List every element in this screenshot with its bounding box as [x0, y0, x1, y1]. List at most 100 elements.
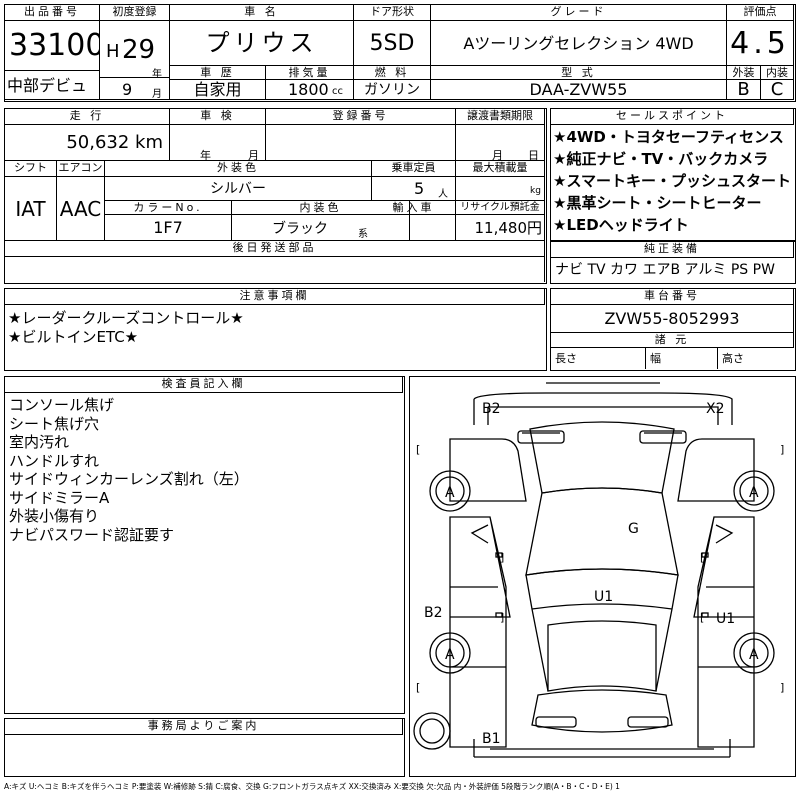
note-line: ★ビルトインETC★: [8, 328, 139, 346]
wheel-fr: [733, 470, 775, 512]
inspector-line: 室内汚れ: [9, 433, 70, 451]
sales-point-item: ★黒革シート・シートヒーター: [553, 194, 762, 212]
shift-label: シフト: [5, 161, 57, 177]
score-label: 評価点: [727, 5, 794, 21]
chassis-number: ZVW55-8052993: [551, 305, 794, 333]
front-fender-outline: [449, 438, 755, 502]
bracket-close-1: ]: [780, 443, 784, 456]
shaken-year: 年: [200, 149, 211, 161]
sales-points-section: セールスポイント ★4WD・トヨタセーフティセンス★純正ナビ・TV・バックカメラ…: [550, 108, 796, 241]
int-grade: C: [761, 80, 794, 100]
mark-b2-left: B2: [424, 605, 443, 621]
car-name: プリウス: [170, 21, 354, 66]
ext-label: 外装: [727, 66, 761, 80]
import-value: [410, 215, 456, 241]
width-label: 幅: [646, 348, 718, 369]
equipment-section: 純正装備 ナビ TV カワ エアB アルミ PS PW: [550, 241, 796, 284]
reg-month: 9: [122, 80, 133, 99]
inspector-line: 外装小傷有り: [9, 507, 100, 525]
bracket-open-3: [: [700, 611, 704, 624]
disp-label: 排気量: [266, 66, 354, 80]
venue: 中部デビュ: [5, 71, 100, 100]
model-label: 型 式: [431, 66, 727, 80]
model-code: DAA-ZVW55: [431, 80, 727, 100]
taillamp-left: [535, 716, 577, 728]
header-section: 出品番号 33100 中部デビュ 初度登録 H 29 年 9 月 車 名 プリウ…: [4, 4, 796, 102]
trunk-outline: [531, 689, 673, 733]
recycle-label: リサイクル預託金: [456, 201, 545, 215]
bracket-open-4: [: [416, 681, 420, 694]
recycle: 11,480円: [456, 215, 545, 241]
door-label: ドア形状: [354, 5, 431, 21]
fuel: ガソリン: [354, 80, 431, 100]
score: 4.5: [727, 21, 794, 66]
mark-b2-top: B2: [482, 401, 501, 417]
grade: Aツーリングセレクション 4WD: [431, 21, 727, 66]
mark-g: G: [628, 521, 639, 537]
color: シルバー: [105, 177, 372, 201]
equipment-value: ナビ TV カワ エアB アルミ PS PW: [555, 262, 775, 278]
inspector-label: 検査員記入欄: [5, 377, 403, 393]
displacement: 1800: [288, 80, 329, 99]
inspector-line: ハンドルすれ: [9, 451, 100, 470]
sales-points-label: セールスポイント: [551, 109, 794, 125]
load-unit: kg: [530, 186, 541, 196]
interior-suffix: 系: [358, 229, 368, 240]
grade-label: グレード: [431, 5, 727, 21]
ac-label: エアコン: [57, 161, 105, 177]
inspector-line: シート焦げ穴: [9, 414, 100, 433]
transfer-label: 譲渡書類期限: [456, 109, 545, 125]
mark-a-rr: A: [749, 647, 759, 663]
later-label: 後日発送部品: [5, 241, 545, 257]
inspector-line: サイドウィンカーレンズ割れ（左）: [9, 470, 249, 488]
import-label: 輸入車: [372, 201, 456, 215]
mark-a-fl: A: [445, 485, 455, 501]
mark-b1: B1: [482, 731, 501, 747]
transfer-month: 月: [492, 149, 503, 161]
ext-grade: B: [727, 80, 761, 100]
mark-a-fr: A: [749, 485, 759, 501]
bracket-open-2: [: [700, 551, 704, 564]
interior-box: ブラック 系: [232, 215, 410, 241]
chassis-section: 車台番号 ZVW55-8052993 諸 元 長さ 幅 高さ: [550, 288, 796, 371]
ac: AAC: [57, 177, 105, 241]
roof-outline: [525, 568, 679, 692]
sales-points-list: ★4WD・トヨタセーフティセンス★純正ナビ・TV・バックカメラ★スマートキー・プ…: [551, 126, 794, 236]
interior: ブラック: [272, 221, 328, 237]
capacity-unit: 人: [438, 189, 448, 200]
capacity-box: 5 人: [372, 177, 456, 201]
office-label: 事務局よりご案内: [5, 719, 403, 735]
sales-point-item: ★スマートキー・プッシュスタート: [553, 172, 791, 190]
reg-year-box: H 29 年: [100, 21, 170, 78]
mark-a-rl: A: [445, 647, 455, 663]
shaken-label: 車 検: [170, 109, 266, 125]
inspector-section: 検査員記入欄 コンソール焦げシート焦げ穴室内汚れハンドルすれサイドウィンカーレン…: [4, 376, 405, 714]
interior-label: 内装色: [232, 201, 410, 215]
spare-wheel: [413, 712, 451, 750]
color-label: 外装色: [105, 161, 372, 177]
reg-label: 初度登録: [100, 5, 170, 21]
regno-label: 登録番号: [266, 109, 456, 125]
notes-list: ★レーダークルーズコントロール★★ビルトインETC★: [5, 309, 244, 347]
front-bumper-outline: [473, 382, 733, 425]
inspector-line: コンソール焦げ: [9, 396, 115, 414]
month-unit: 月: [152, 89, 162, 100]
notes-label: 注意事項欄: [5, 289, 545, 305]
office-section: 事務局よりご案内: [4, 718, 405, 777]
reg-month-box: 9 月: [100, 78, 170, 100]
windshield-outline: [525, 487, 679, 576]
era: H: [106, 41, 120, 62]
fuel-label: 燃 料: [354, 66, 431, 80]
sales-point-item: ★純正ナビ・TV・バックカメラ: [553, 150, 769, 168]
chassis-label: 車台番号: [551, 289, 794, 305]
car-diagram: B2 X2 A A G U1 B2 U1 A A B1 [ ] ] [ ] [ …: [413, 382, 784, 758]
mileage: 50,632 km: [5, 125, 170, 161]
notes-section: 注意事項欄 ★レーダークルーズコントロール★★ビルトインETC★: [4, 288, 547, 371]
cc-unit: cc: [332, 86, 343, 97]
load-box: kg: [456, 177, 545, 201]
wheel-rl: [429, 632, 471, 674]
inspector-line: ナビパスワード認証要す: [9, 525, 175, 544]
damage-diagram: B2 X2 A A G U1 B2 U1 A A B1 [ ] ] [ ] [ …: [409, 376, 796, 777]
sales-point-item: ★LEDヘッドライト: [553, 216, 689, 234]
load-label: 最大積載量: [456, 161, 545, 177]
